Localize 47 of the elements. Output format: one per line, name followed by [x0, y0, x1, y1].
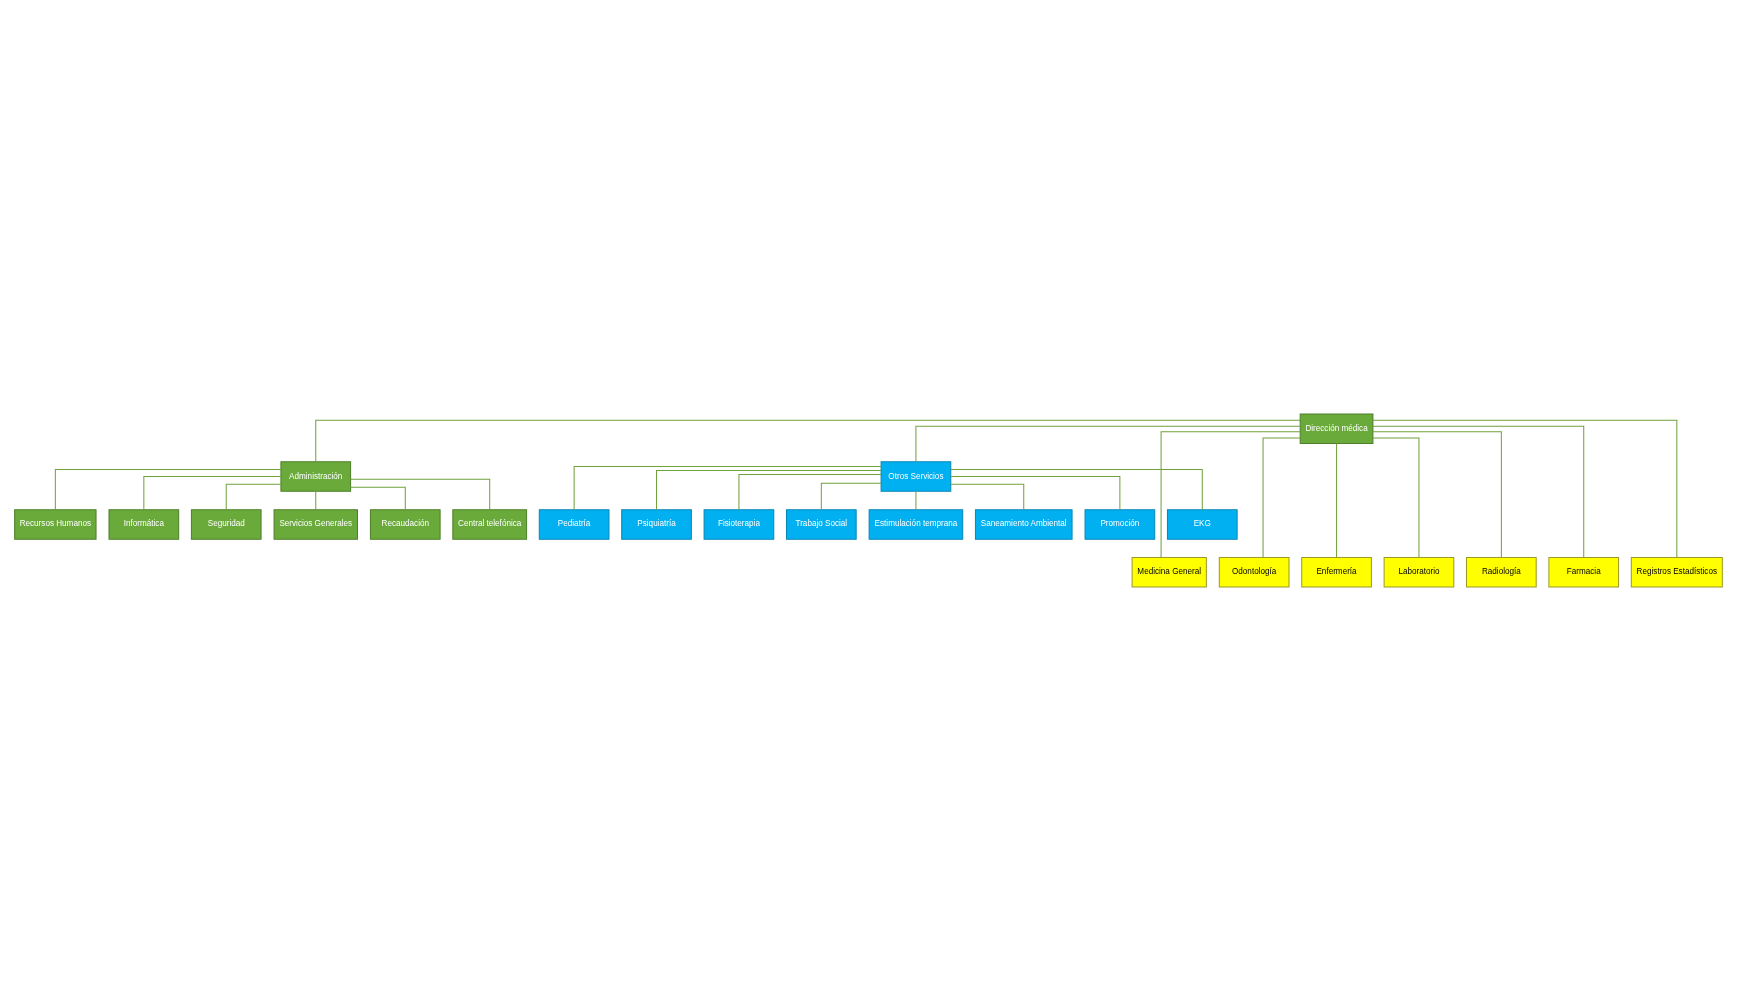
node-box: Dirección médica: [1299, 413, 1374, 445]
node-box: Trabajo Social: [785, 509, 857, 540]
connector: [1336, 443, 1338, 558]
node-box: Pediatría: [538, 509, 610, 540]
connector: [1262, 437, 1301, 558]
node-box: Recaudación: [369, 509, 441, 540]
node-box: Radiología: [1466, 556, 1537, 588]
connector: [350, 478, 491, 511]
node-box: Servicios Generales: [273, 509, 358, 540]
node-box: Administración: [280, 461, 352, 492]
connector: [1372, 425, 1585, 558]
node-box: Central telefónica: [452, 509, 528, 540]
connector: [315, 490, 317, 511]
connector: [1160, 431, 1301, 558]
connector: [1372, 437, 1420, 558]
node-box: Otros Servicios: [880, 461, 952, 492]
connector: [950, 468, 1203, 511]
node-box: Seguridad: [190, 509, 262, 540]
connector: [1372, 431, 1502, 558]
connector: [573, 465, 882, 511]
connector: [143, 476, 282, 511]
node-box: Laboratorio: [1383, 556, 1455, 588]
node-box: Fisioterapia: [703, 509, 775, 540]
node-box: Saneamiento Ambiental: [974, 509, 1073, 540]
node-box: Estimulación temprana: [868, 509, 964, 540]
connector: [915, 490, 917, 511]
node-box: Registros Estadísticos: [1630, 556, 1723, 588]
node-box: Psiquiatría: [621, 509, 692, 540]
connector: [225, 483, 282, 510]
node-box: EKG: [1166, 509, 1238, 540]
connector: [738, 474, 882, 511]
connector: [820, 482, 882, 511]
connector: [656, 470, 882, 511]
node-box: Farmacia: [1548, 556, 1620, 588]
node-box: Promoción: [1084, 509, 1156, 540]
connector: [54, 468, 282, 511]
node-box: Informática: [108, 509, 180, 540]
connector: [950, 483, 1025, 510]
connector: [915, 425, 1301, 463]
node-box: Enfermería: [1301, 556, 1372, 588]
connector: [1372, 419, 1678, 558]
node-box: Medicina General: [1131, 556, 1207, 588]
connector: [315, 419, 1301, 463]
node-box: Odontología: [1218, 556, 1290, 588]
connector: [950, 476, 1121, 511]
node-box: Recursos Humanos: [14, 509, 97, 540]
connector: [350, 486, 406, 511]
